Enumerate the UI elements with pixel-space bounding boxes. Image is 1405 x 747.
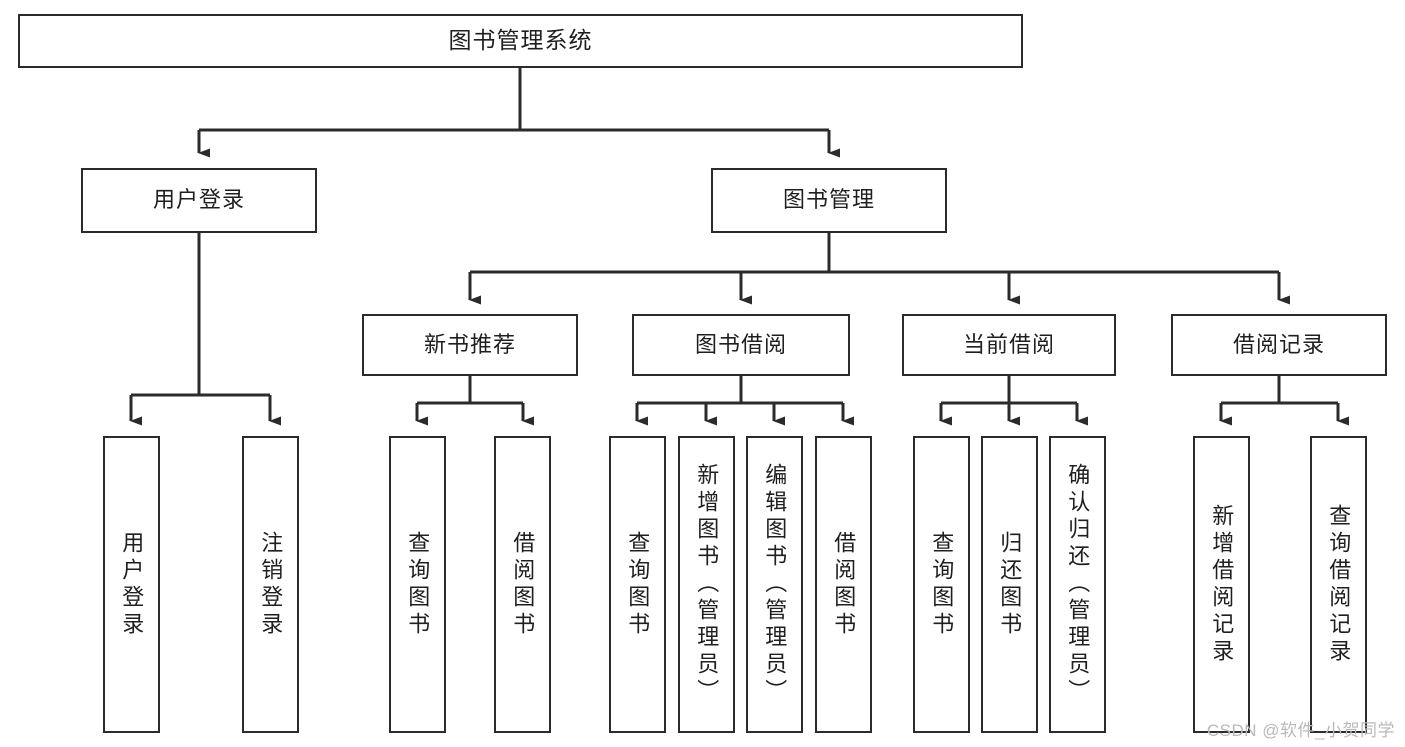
- node-root-system[interactable]: 图书管理系统: [18, 14, 1023, 68]
- node-new-book-recommend[interactable]: 新书推荐: [362, 314, 578, 376]
- leaf-confirm-return-admin[interactable]: 确认归还（管理员）: [1049, 436, 1106, 733]
- connector-records-to-leaves: [1219, 376, 1349, 426]
- node-label: 用户登录: [152, 187, 245, 213]
- node-label: 新增借阅记录: [1209, 503, 1235, 666]
- node-label: 图书借阅: [694, 331, 787, 357]
- node-label: 用户登录: [119, 530, 145, 639]
- connector-bookmgmt-to-level3: [468, 233, 1290, 305]
- leaf-edit-book-admin[interactable]: 编辑图书（管理员）: [746, 436, 803, 733]
- node-label: 查询图书: [929, 530, 955, 639]
- leaf-add-borrow-record[interactable]: 新增借阅记录: [1193, 436, 1250, 733]
- leaf-add-book-admin[interactable]: 新增图书（管理员）: [678, 436, 735, 733]
- node-label: 图书管理系统: [448, 27, 593, 54]
- leaf-borrow-book[interactable]: 借阅图书: [815, 436, 872, 733]
- node-label: 图书管理: [782, 187, 875, 213]
- node-label: 新增图书（管理员）: [694, 463, 720, 706]
- node-label: 借阅图书: [510, 530, 536, 639]
- leaf-query-borrow-record[interactable]: 查询借阅记录: [1310, 436, 1367, 733]
- node-label: 注销登录: [258, 530, 284, 639]
- node-label: 编辑图书（管理员）: [762, 463, 788, 706]
- connector-current-to-leaves: [939, 376, 1088, 426]
- node-book-management[interactable]: 图书管理: [711, 168, 947, 233]
- node-label: 查询借阅记录: [1326, 503, 1352, 666]
- connector-login-to-leaves: [129, 233, 281, 426]
- leaf-query-book-current[interactable]: 查询图书: [913, 436, 970, 733]
- leaf-borrow-book-newbook[interactable]: 借阅图书: [494, 436, 551, 733]
- node-user-login[interactable]: 用户登录: [81, 168, 317, 233]
- connector-borrow-to-leaves: [635, 376, 854, 426]
- node-borrow-records[interactable]: 借阅记录: [1171, 314, 1387, 376]
- node-label: 查询图书: [625, 530, 651, 639]
- node-label: 新书推荐: [423, 331, 516, 357]
- leaf-return-book[interactable]: 归还图书: [981, 436, 1038, 733]
- node-label: 归还图书: [997, 530, 1023, 639]
- connector-root-to-level2: [197, 68, 840, 158]
- leaf-query-book-borrow[interactable]: 查询图书: [609, 436, 666, 733]
- leaf-query-book-newbook[interactable]: 查询图书: [389, 436, 446, 733]
- node-label: 当前借阅: [962, 331, 1055, 357]
- leaf-logout[interactable]: 注销登录: [242, 436, 299, 733]
- node-book-borrow[interactable]: 图书借阅: [632, 314, 850, 376]
- connector-newbook-to-leaves: [415, 376, 534, 426]
- node-current-borrow[interactable]: 当前借阅: [902, 314, 1116, 376]
- node-label: 查询图书: [405, 530, 431, 639]
- leaf-user-login[interactable]: 用户登录: [103, 436, 160, 733]
- node-label: 借阅图书: [831, 530, 857, 639]
- node-label: 借阅记录: [1232, 331, 1325, 357]
- node-label: 确认归还（管理员）: [1065, 463, 1091, 706]
